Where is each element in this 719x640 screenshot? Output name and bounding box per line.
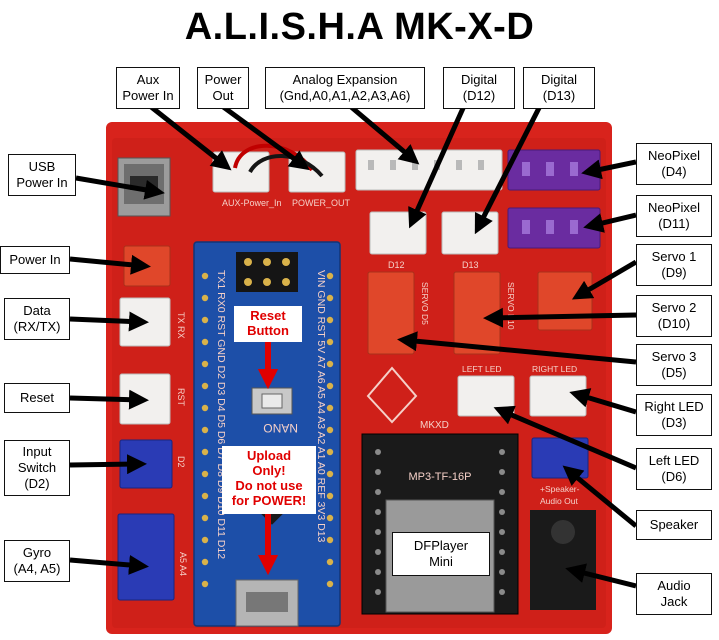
callout-data-rxtx: Data (RX/TX) <box>4 298 70 340</box>
callout-left-led: Left LED (D6) <box>636 448 712 490</box>
callout-servo2: Servo 2 (D10) <box>636 295 712 337</box>
callout-audio-jack: Audio Jack <box>636 573 712 615</box>
mkxd-label: MKXD <box>420 420 449 431</box>
silk-rst: RST <box>176 388 186 407</box>
servo2-header <box>454 272 500 354</box>
callout-right-led: Right LED (D3) <box>636 394 712 436</box>
callout-digital-d12: Digital (D12) <box>443 67 515 109</box>
nano-pins-top-label: TX1 RX0 RST GND D2 D3 D4 D5 D6 D7 D8 D9 … <box>215 270 227 559</box>
callout-neopixel-d11: NeoPixel (D11) <box>636 195 712 237</box>
mp3-label: MP3-TF-16P <box>409 471 472 483</box>
page-title: A.L.I.S.H.A MK-X-D <box>0 6 719 49</box>
silk-servo-d10: SERVO D10 <box>506 282 516 330</box>
callout-dfplayer: DFPlayer Mini <box>392 532 490 576</box>
servo1-header <box>538 272 592 330</box>
digital-d12-header <box>370 212 426 254</box>
callout-gyro: Gyro (A4, A5) <box>4 540 70 582</box>
silk-left-led: LEFT LED <box>462 364 502 374</box>
silk-audio-out: Audio Out <box>540 496 578 506</box>
gyro-header <box>118 514 174 600</box>
callout-servo1: Servo 1 (D9) <box>636 244 712 286</box>
callout-speaker: Speaker <box>636 510 712 540</box>
digital-d13-header <box>442 212 498 254</box>
silk-servo-d5: SERVO D5 <box>420 282 430 325</box>
callout-reset: Reset <box>4 383 70 413</box>
silk-power-out: POWER_OUT <box>292 198 351 208</box>
callout-servo3: Servo 3 (D5) <box>636 344 712 386</box>
callout-input-switch: Input Switch (D2) <box>4 440 70 496</box>
note-reset-button: Reset Button <box>234 306 302 342</box>
silk-d13: D13 <box>462 260 479 270</box>
callout-usb-power-in: USB Power In <box>8 154 76 196</box>
silk-aux-power: AUX-Power_In <box>222 198 282 208</box>
nano-pins-bottom-label: VIN GND RST 5V A7 A6 A5 A4 A3 A2 A1 A0 R… <box>315 270 327 543</box>
callout-aux-power-in: Aux Power In <box>116 67 180 109</box>
silk-d2: D2 <box>176 456 186 468</box>
callout-power-out: Power Out <box>197 67 249 109</box>
silk-right-led: RIGHT LED <box>532 364 577 374</box>
callout-digital-d13: Digital (D13) <box>523 67 595 109</box>
silk-a5a4: A5 A4 <box>178 552 188 576</box>
nano-label: NANO <box>263 421 298 435</box>
callout-power-in: Power In <box>0 246 70 274</box>
callout-analog-expansion: Analog Expansion (Gnd,A0,A1,A2,A3,A6) <box>265 67 425 109</box>
silk-tx-rx: TX RX <box>176 312 186 339</box>
callout-neopixel-d4: NeoPixel (D4) <box>636 143 712 185</box>
note-upload-only: Upload Only! Do not use for POWER! <box>222 446 316 514</box>
silk-speaker: +Speaker- <box>540 484 580 494</box>
silk-d12: D12 <box>388 260 405 270</box>
